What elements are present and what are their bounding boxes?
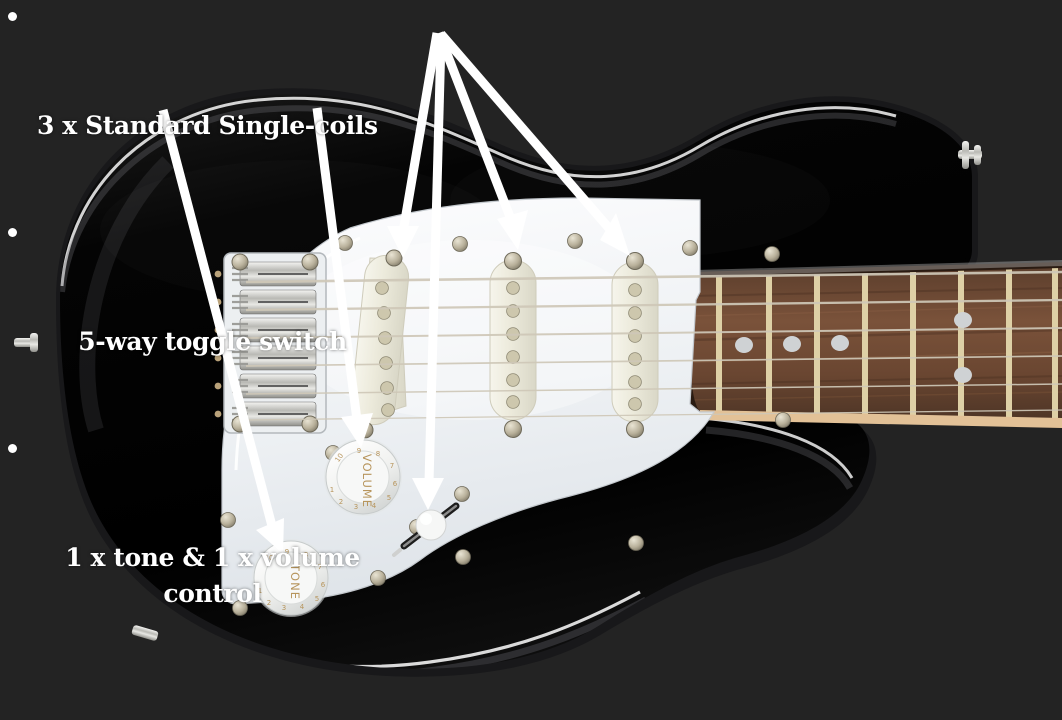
volume-knob: 10 9 8 7 6 5 4 3 2 1 VOLUME [324, 438, 402, 516]
svg-text:7: 7 [318, 563, 322, 571]
svg-text:5: 5 [387, 494, 391, 502]
tone-knob-label: TONE [288, 563, 302, 600]
svg-text:9: 9 [285, 548, 289, 556]
svg-text:8: 8 [376, 450, 380, 458]
svg-text:10: 10 [265, 554, 274, 562]
tone-knob: 10 9 8 7 6 5 4 3 2 1 TONE [252, 539, 330, 617]
svg-text:3: 3 [354, 503, 358, 511]
arrow-to-toggle-switch [412, 39, 446, 510]
strap-button-lower [14, 333, 38, 352]
svg-text:8: 8 [304, 551, 308, 559]
bullet-toggle-switch-label: 5-way toggle switch [78, 327, 347, 356]
five-way-toggle-switch [392, 502, 460, 557]
bullet-tone-volume: 1 x tone & 1 x volume control [0, 432, 440, 684]
svg-text:3: 3 [282, 604, 286, 612]
svg-text:7: 7 [390, 462, 394, 470]
svg-text:9: 9 [357, 447, 361, 455]
strap-button-upper [958, 141, 982, 169]
feature-bullet-list: 3 x Standard Single-coils 5-way toggle s… [0, 0, 440, 684]
svg-text:2: 2 [339, 498, 343, 506]
middle-pickup-unit [489, 252, 537, 438]
bullet-dot-icon [8, 228, 17, 237]
svg-text:2: 2 [267, 599, 271, 607]
volume-knob-label: VOLUME [360, 454, 374, 508]
bullet-single-coils-label: 3 x Standard Single-coils [37, 111, 378, 140]
arrow-to-bridge-pickup [437, 31, 630, 256]
arrow-to-middle-pickup [434, 31, 528, 250]
neck-pickup-unit [350, 249, 410, 439]
bridge-pickup-unit [611, 252, 659, 438]
svg-text:6: 6 [393, 480, 398, 488]
bullet-single-coils: 3 x Standard Single-coils [0, 0, 440, 216]
frets [716, 268, 1058, 420]
svg-text:5: 5 [315, 595, 319, 603]
output-jack [131, 625, 159, 641]
bullet-dot-icon [8, 12, 17, 21]
arrow-to-volume-knob [312, 107, 373, 448]
svg-text:6: 6 [321, 581, 326, 589]
bullet-dot-icon [8, 444, 17, 453]
strings [245, 270, 1062, 421]
arrow-to-tone-knob [158, 108, 284, 554]
fret-markers [735, 312, 972, 383]
arrow-to-neck-pickup [387, 32, 442, 258]
svg-text:4: 4 [372, 502, 377, 510]
bullet-toggle-switch: 5-way toggle switch [0, 216, 440, 432]
svg-text:1: 1 [330, 486, 334, 494]
svg-text:10: 10 [334, 452, 346, 464]
bullet-tone-volume-label: 1 x tone & 1 x volume control [65, 543, 369, 608]
svg-text:1: 1 [258, 587, 262, 595]
svg-text:4: 4 [300, 603, 305, 611]
